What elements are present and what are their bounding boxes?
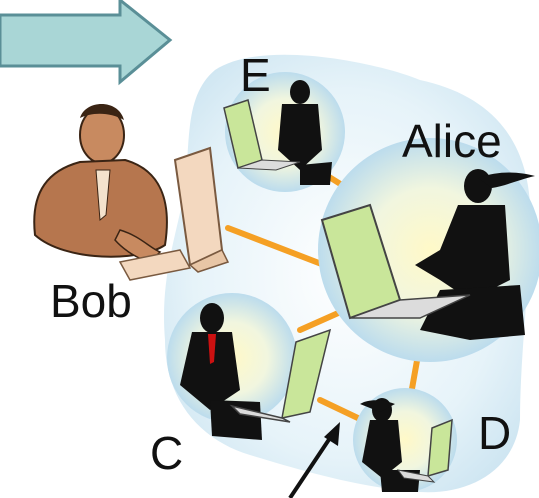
node-alice	[318, 138, 539, 362]
node-d	[353, 388, 457, 492]
node-label-alice: Alice	[402, 118, 502, 164]
big-arrow-icon	[0, 0, 170, 82]
node-label-c: C	[150, 430, 183, 476]
node-label-e: E	[240, 52, 271, 98]
computer-user-icon	[34, 104, 167, 262]
node-label-d: D	[478, 410, 511, 456]
node-label-bob: Bob	[50, 278, 132, 324]
